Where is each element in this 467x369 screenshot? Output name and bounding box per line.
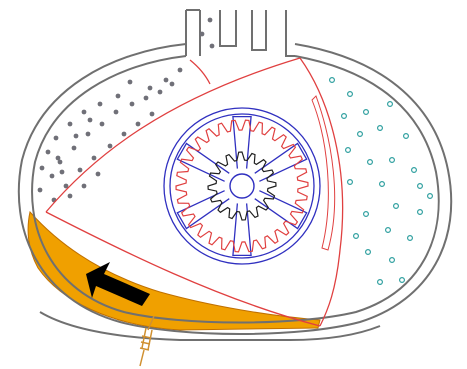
exhaust-particle (98, 102, 103, 107)
exhaust-particle (122, 132, 127, 137)
exhaust-particle (50, 174, 55, 179)
intake-particles (330, 78, 433, 285)
exhaust-particle (144, 96, 149, 101)
exhaust-particle (46, 150, 51, 155)
intake-particle (378, 126, 383, 131)
intake-particle (368, 160, 373, 165)
gear-ring (170, 114, 314, 258)
gear-spoke (177, 143, 229, 181)
exhaust-particle (178, 68, 183, 73)
exhaust-particle (74, 134, 79, 139)
exhaust-particle (210, 44, 215, 49)
intake-particle (364, 110, 369, 115)
gear-spoke (255, 191, 307, 229)
exhaust-particle (158, 90, 163, 95)
exhaust-particle (82, 110, 87, 115)
exhaust-particle (96, 172, 101, 177)
exhaust-particle (136, 122, 141, 127)
exhaust-particle (68, 194, 73, 199)
exhaust-particle (78, 168, 83, 173)
exhaust-particle (82, 184, 87, 189)
intake-particle (418, 184, 423, 189)
exhaust-particle (208, 18, 213, 23)
intake-particle (346, 148, 351, 153)
intake-particle (354, 234, 359, 239)
intake-particle (390, 258, 395, 263)
exhaust-particle (200, 32, 205, 37)
exhaust-particle (72, 146, 77, 151)
exhaust-particle (88, 118, 93, 123)
exhaust-particle (54, 136, 59, 141)
intake-particle (404, 134, 409, 139)
intake-particle (378, 280, 383, 285)
exhaust-particle (164, 78, 169, 83)
intake-particle (428, 194, 433, 199)
exhaust-particle (128, 80, 133, 85)
exhaust-particle (100, 122, 105, 127)
intake-particle (412, 168, 417, 173)
exhaust-particle (86, 132, 91, 137)
intake-particle (408, 236, 413, 241)
exhaust-particle (114, 110, 119, 115)
intake-particle (386, 228, 391, 233)
exhaust-particle (170, 82, 175, 87)
exhaust-particle (56, 156, 61, 161)
intake-particle (348, 92, 353, 97)
internal-ring-gear-icon (176, 120, 308, 252)
intake-particle (358, 132, 363, 137)
intake-particle (366, 250, 371, 255)
intake-particle (418, 210, 423, 215)
exhaust-particle (150, 112, 155, 117)
exhaust-particle (60, 170, 65, 175)
intake-particle (390, 158, 395, 163)
intake-particle (364, 212, 369, 217)
exhaust-particle (40, 166, 45, 171)
exhaust-particle (38, 188, 43, 193)
gear-ring (164, 108, 320, 264)
intake-particle (400, 278, 405, 283)
exhaust-particle (92, 156, 97, 161)
exhaust-particle (68, 122, 73, 127)
exhaust-port-icon (186, 10, 200, 56)
center-gear-icon (208, 152, 276, 220)
intake-particle (342, 114, 347, 119)
intake-particle (394, 204, 399, 209)
exhaust-particle (116, 94, 121, 99)
intake-particle (388, 102, 393, 107)
stationary-gear-icon (104, 48, 380, 324)
intake-particle (348, 180, 353, 185)
